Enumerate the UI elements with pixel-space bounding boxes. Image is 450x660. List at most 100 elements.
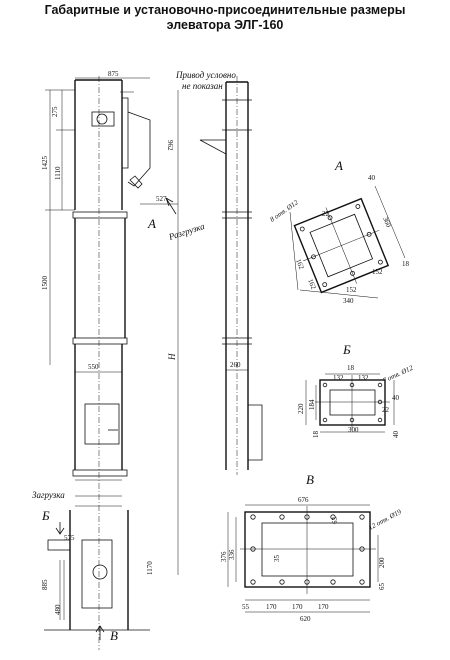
view-a-dim-340: 340 (343, 297, 354, 305)
flange-band-3 (72, 469, 128, 477)
boot-support (59, 560, 65, 620)
front-view (44, 76, 179, 650)
dim-260: 260 (230, 361, 241, 369)
view-a-bolt-hole (322, 282, 328, 288)
view-b-dim-300: 300 (348, 426, 359, 434)
unload-arrow (165, 197, 177, 215)
view-a-dim-40: 40 (368, 174, 376, 182)
view-a-bolt-hole (311, 254, 316, 260)
view-v-bolt-hole (359, 514, 365, 520)
view-b-bolt-hole (322, 417, 328, 423)
view-v-dim-336: 336 (228, 549, 236, 560)
view-b-bolt-hole (349, 382, 355, 388)
dim-1500: 1500 (41, 276, 49, 291)
discharge-flange (122, 97, 129, 169)
view-a-title: А (334, 158, 343, 173)
tail-pulley (92, 564, 108, 580)
height-label: H (167, 353, 177, 361)
drive-note-line-1: Привод условно (175, 70, 236, 80)
view-b-bolt-hole (377, 382, 383, 388)
view-a-bolt-hole (350, 270, 355, 276)
dimension-extension-lines (45, 89, 75, 211)
view-v-dim-63: 63 (331, 517, 339, 525)
side-hatch (248, 404, 263, 461)
view-v-marker: В (110, 628, 118, 643)
view-a-dim-152a: 152 (372, 268, 383, 276)
view-a-dimension-lines (289, 185, 406, 299)
view-a-bolt-hole (327, 215, 333, 221)
view-v-bolt-hole (250, 579, 256, 585)
dim-962: 962 (166, 140, 174, 151)
view-v-arrow (95, 625, 105, 640)
view-v-dim-170b: 170 (292, 603, 303, 611)
view-v-bolt-hole (279, 579, 285, 585)
view-v-bolt-hole (250, 514, 256, 520)
view-v-holes-note: 12 отв. Ø19 (367, 508, 403, 532)
view-b-dim-40a: 40 (392, 394, 400, 402)
view-a-bolt-hole (299, 226, 305, 232)
view-b-bolt-hole (377, 399, 383, 405)
view-a-dim-18: 18 (402, 260, 410, 268)
view-a-flange (293, 197, 390, 294)
view-v-bolt-hole (304, 514, 310, 520)
discharge-outlet (129, 175, 143, 189)
flange-band-2 (72, 337, 128, 345)
load-arrow (55, 522, 65, 535)
boot-door (81, 539, 113, 609)
drive-note-line-2: не показан (182, 81, 223, 91)
view-b-dim-18b: 18 (312, 431, 320, 439)
dim-575: 575 (64, 534, 75, 542)
view-b-marker: Б (41, 508, 50, 523)
view-v-dim-55: 55 (242, 603, 250, 611)
view-v-title: В (306, 472, 314, 487)
view-b-dim-132a: 132 (333, 374, 344, 382)
view-v-dim-35: 35 (273, 555, 281, 563)
view-b-dim-184: 184 (308, 399, 316, 410)
dim-275: 275 (51, 106, 59, 117)
view-v-bolt-hole (304, 579, 310, 585)
view-b-dim-132b: 132 (358, 374, 369, 382)
view-v-bolt-hole (330, 579, 336, 585)
view-v-dim-170c: 170 (318, 603, 329, 611)
view-b-dimension-lines (305, 373, 395, 433)
view-v-dim-676: 676 (298, 496, 309, 504)
side-view (199, 76, 263, 475)
dim-527: 527 (156, 195, 167, 203)
view-b-opening (329, 389, 376, 416)
view-a-dim-162a: 162 (294, 258, 306, 271)
view-b-flange (315, 375, 390, 430)
view-b-dim-18a: 18 (347, 364, 355, 372)
view-v-bolt-hole (279, 514, 285, 520)
side-drive-bracket (199, 139, 227, 155)
view-v-bolt-hole (250, 546, 256, 552)
load-label: Загрузка (32, 490, 65, 500)
drawing-title-line-1: Габаритные и установочно-присоединительн… (44, 3, 406, 17)
view-a-axis-h (303, 229, 380, 262)
boot-feed-inlet (47, 539, 71, 551)
view-b-bolt-hole (377, 417, 383, 423)
view-a-holes-note: 8 отв. Ø12 (269, 198, 301, 223)
view-b-title: Б (342, 342, 351, 357)
view-v-dim-170a: 170 (266, 603, 277, 611)
view-b-outer-frame (319, 379, 386, 426)
view-b-dim-40b: 40 (392, 431, 400, 439)
view-a-dim-360: 360 (381, 216, 393, 229)
view-b-dim-220: 220 (297, 403, 305, 414)
dim-875: 875 (108, 70, 119, 78)
boot-transition (75, 479, 122, 507)
drawing-title-line-2: элеватора ЭЛГ-160 (166, 18, 284, 32)
view-b-bolt-hole (349, 417, 355, 423)
unload-label: Разгрузка (167, 221, 207, 242)
drive-shaft-block (91, 111, 115, 127)
view-v-dim-200: 200 (378, 557, 386, 568)
inspection-hatch (84, 403, 120, 445)
dim-1425: 1425 (41, 156, 49, 171)
boot-housing (69, 510, 129, 630)
view-v-opening (261, 522, 354, 577)
view-v-outer-frame (244, 511, 371, 588)
dim-1170: 1170 (146, 561, 154, 575)
view-b-holes-note: 7 отв. Ø12 (381, 364, 414, 385)
flange-band-1 (72, 211, 128, 219)
dim-550: 550 (88, 363, 99, 371)
